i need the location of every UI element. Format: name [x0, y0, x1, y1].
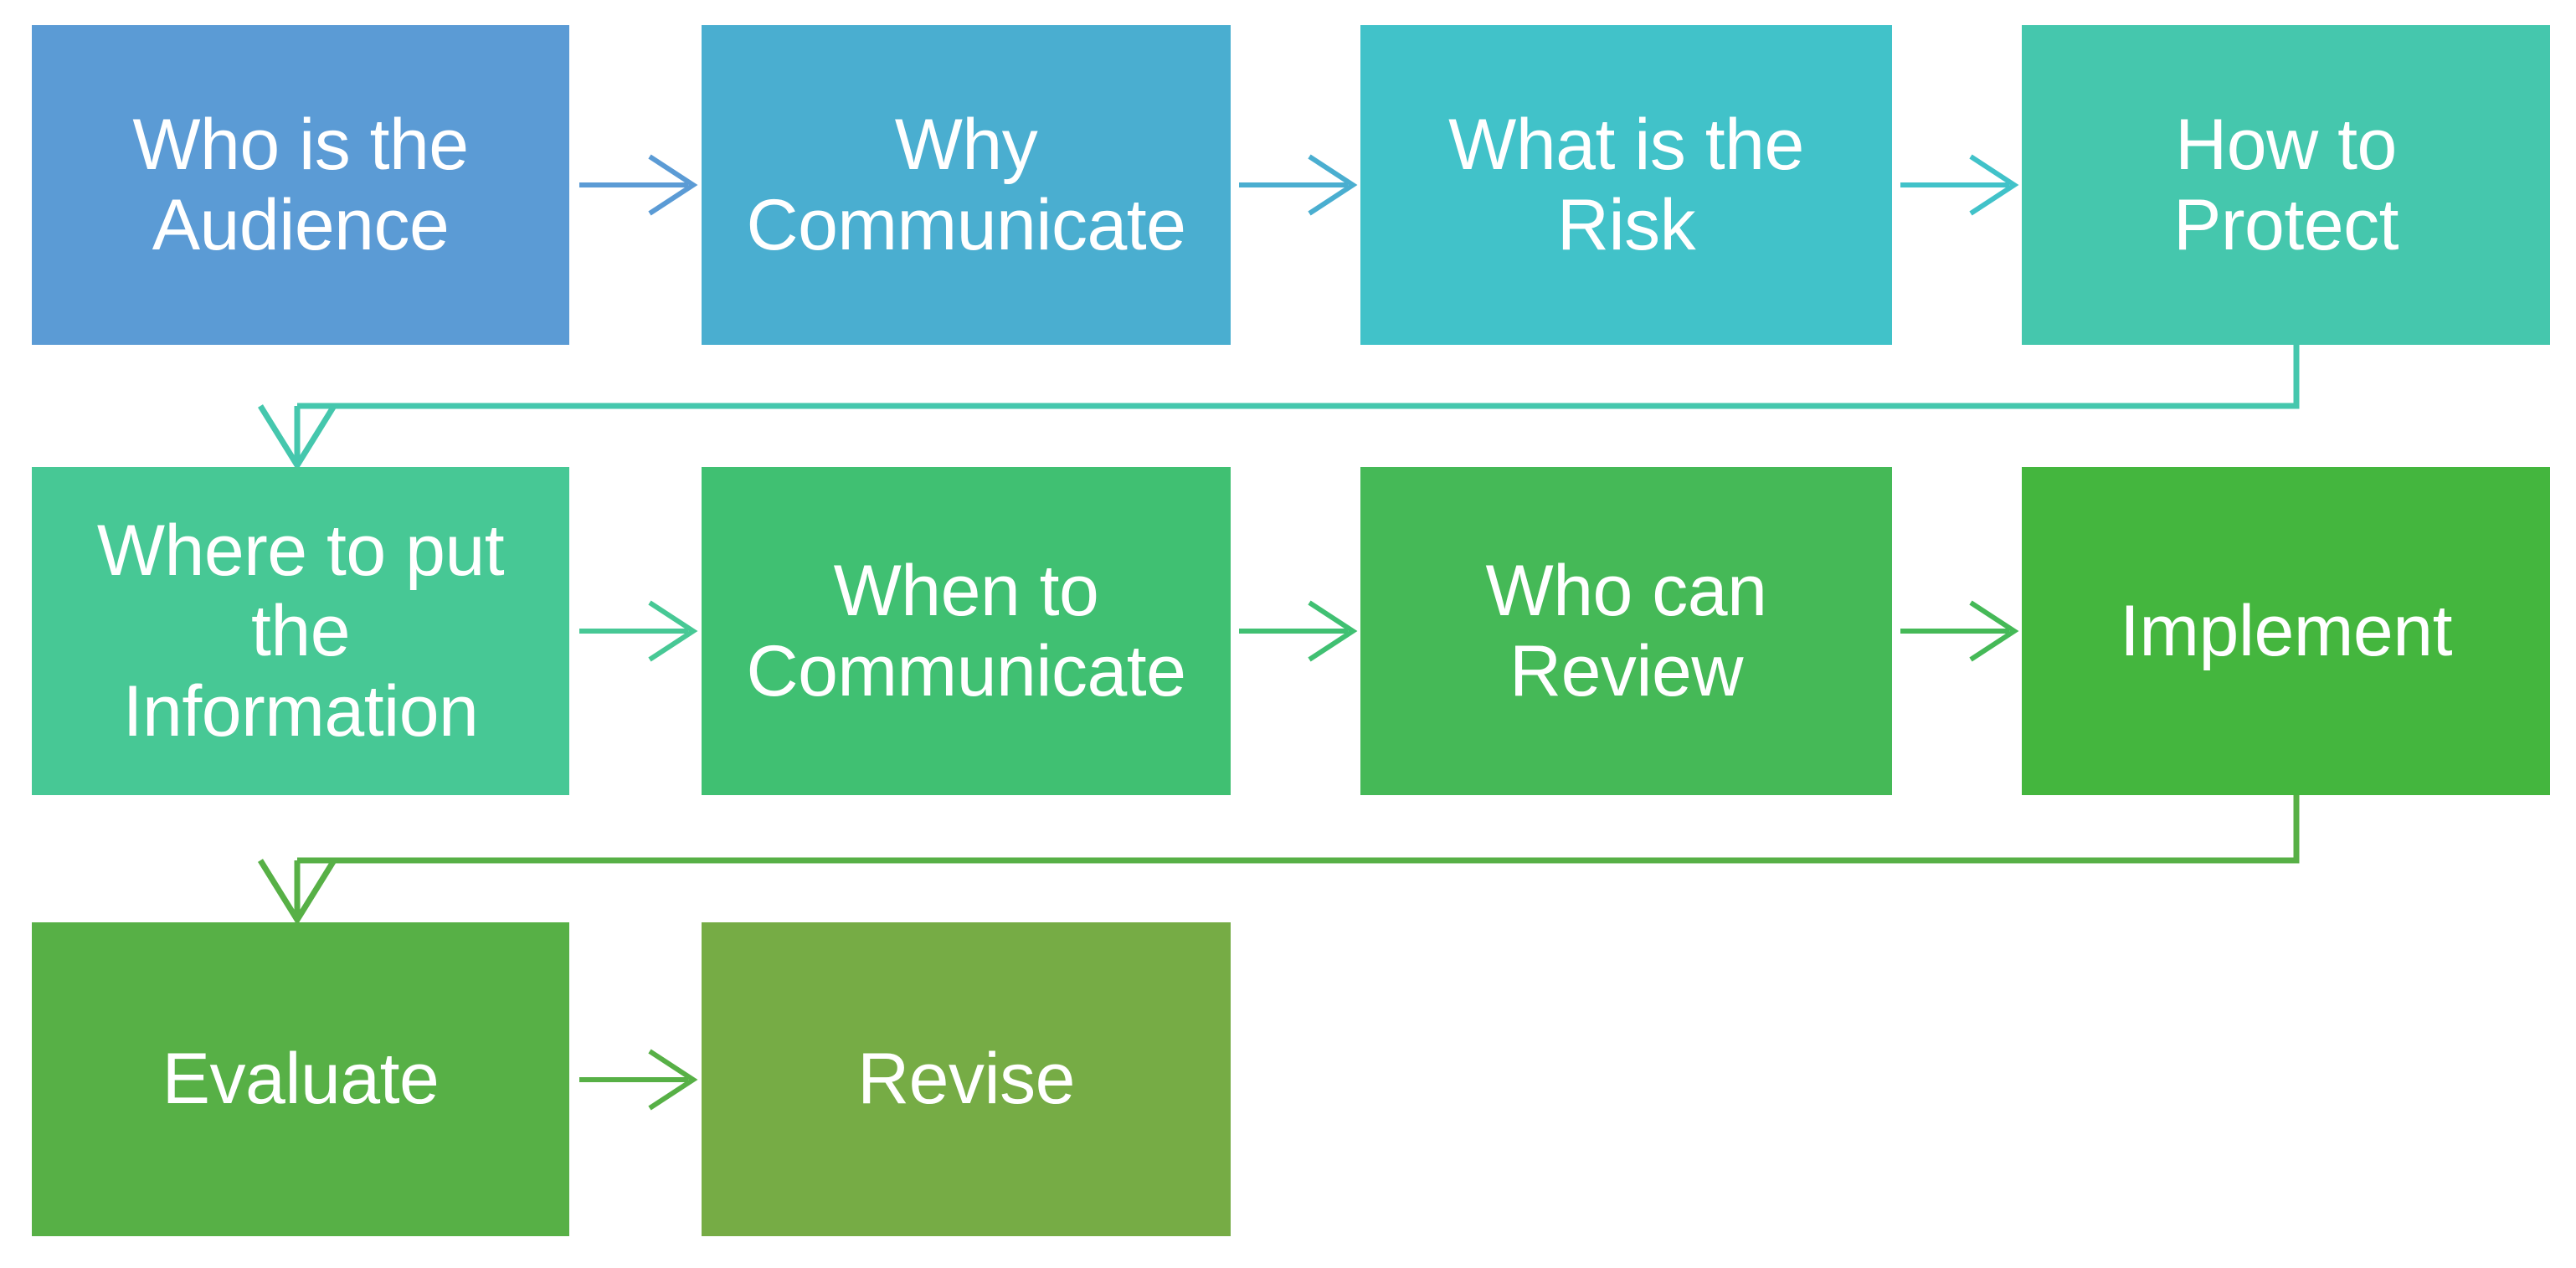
node-label: When to Communicate	[746, 550, 1186, 711]
arrow-why-to-risk	[1239, 154, 1358, 216]
arrow-review-to-implement	[1900, 600, 2019, 662]
node-label: Revise	[857, 1039, 1075, 1120]
node-evaluate[interactable]: Evaluate	[32, 922, 569, 1236]
node-label: Who can Review	[1485, 550, 1767, 711]
node-how-to-protect[interactable]: How to Protect	[2022, 25, 2550, 345]
node-who-can-review[interactable]: Who can Review	[1360, 467, 1892, 795]
arrow-evaluate-to-revise	[579, 1049, 698, 1111]
node-label: Implement	[2120, 590, 2453, 671]
node-label: Who is the Audience	[132, 104, 469, 265]
arrow-when-to-review	[1239, 600, 1358, 662]
node-revise[interactable]: Revise	[702, 922, 1231, 1236]
node-who-is-the-audience[interactable]: Who is the Audience	[32, 25, 569, 345]
arrow-where-to-when	[579, 600, 698, 662]
arrow-audience-to-why	[579, 154, 698, 216]
node-when-to-communicate[interactable]: When to Communicate	[702, 467, 1231, 795]
node-label: What is the Risk	[1448, 104, 1804, 265]
node-what-is-the-risk[interactable]: What is the Risk	[1360, 25, 1892, 345]
node-label: Why Communicate	[746, 104, 1186, 265]
node-where-to-put-the-information[interactable]: Where to put the Information	[32, 467, 569, 795]
connector-protect-to-where	[258, 340, 2300, 471]
node-implement[interactable]: Implement	[2022, 467, 2550, 795]
node-why-communicate[interactable]: Why Communicate	[702, 25, 1231, 345]
connector-implement-to-evaluate	[258, 795, 2300, 926]
arrow-risk-to-protect	[1900, 154, 2019, 216]
node-label: Where to put the Information	[96, 510, 505, 752]
node-label: How to Protect	[2173, 104, 2399, 265]
node-label: Evaluate	[162, 1039, 440, 1120]
